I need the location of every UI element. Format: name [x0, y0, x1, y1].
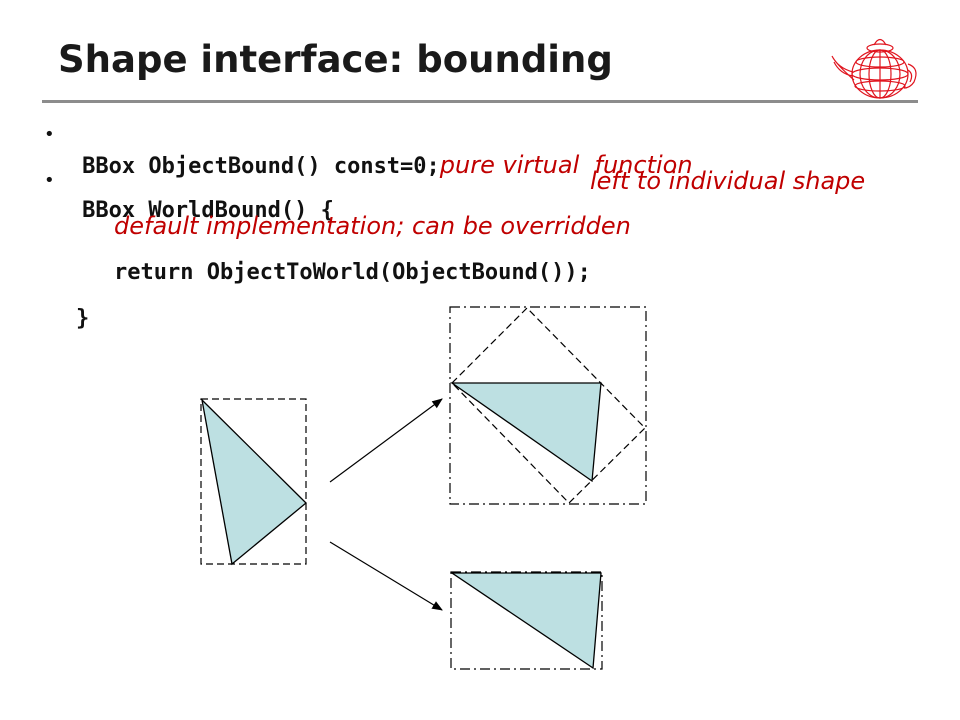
transform-arrow-upper [329, 398, 443, 483]
world-space-triangle-upper [449, 382, 602, 483]
title-divider [42, 100, 918, 103]
slide-title: Shape interface: bounding [58, 38, 613, 81]
world-bound-tight-box [450, 571, 603, 670]
object-bound-box [200, 398, 307, 565]
bullet-dot-icon: • [44, 124, 55, 145]
code-return-statement: return ObjectToWorld(ObjectBound()); [114, 260, 591, 285]
code-closing-brace: } [76, 306, 90, 331]
object-space-triangle [200, 398, 307, 566]
note-default-implementation: default implementation; can be overridde… [114, 212, 631, 240]
code-object-bound: BBox ObjectBound() const=0; [82, 154, 440, 179]
transform-arrow-lower [329, 541, 443, 611]
note-left-to-shape: left to individual shape [590, 167, 866, 195]
teapot-wireframe-icon [831, 38, 917, 99]
note-pure-virtual: pure virtual function [439, 151, 693, 179]
bullet-line-object-bound: BBox ObjectBound() const=0;pure virtual … [72, 120, 693, 183]
bullet-dot-icon: • [44, 170, 55, 191]
code-world-bound: BBox WorldBound() { [82, 198, 334, 223]
world-space-triangle-lower [449, 572, 602, 670]
world-bound-loose-box [449, 306, 647, 505]
bullet-line-world-bound: BBox WorldBound() { [72, 166, 334, 227]
transformed-object-bound [451, 307, 646, 504]
